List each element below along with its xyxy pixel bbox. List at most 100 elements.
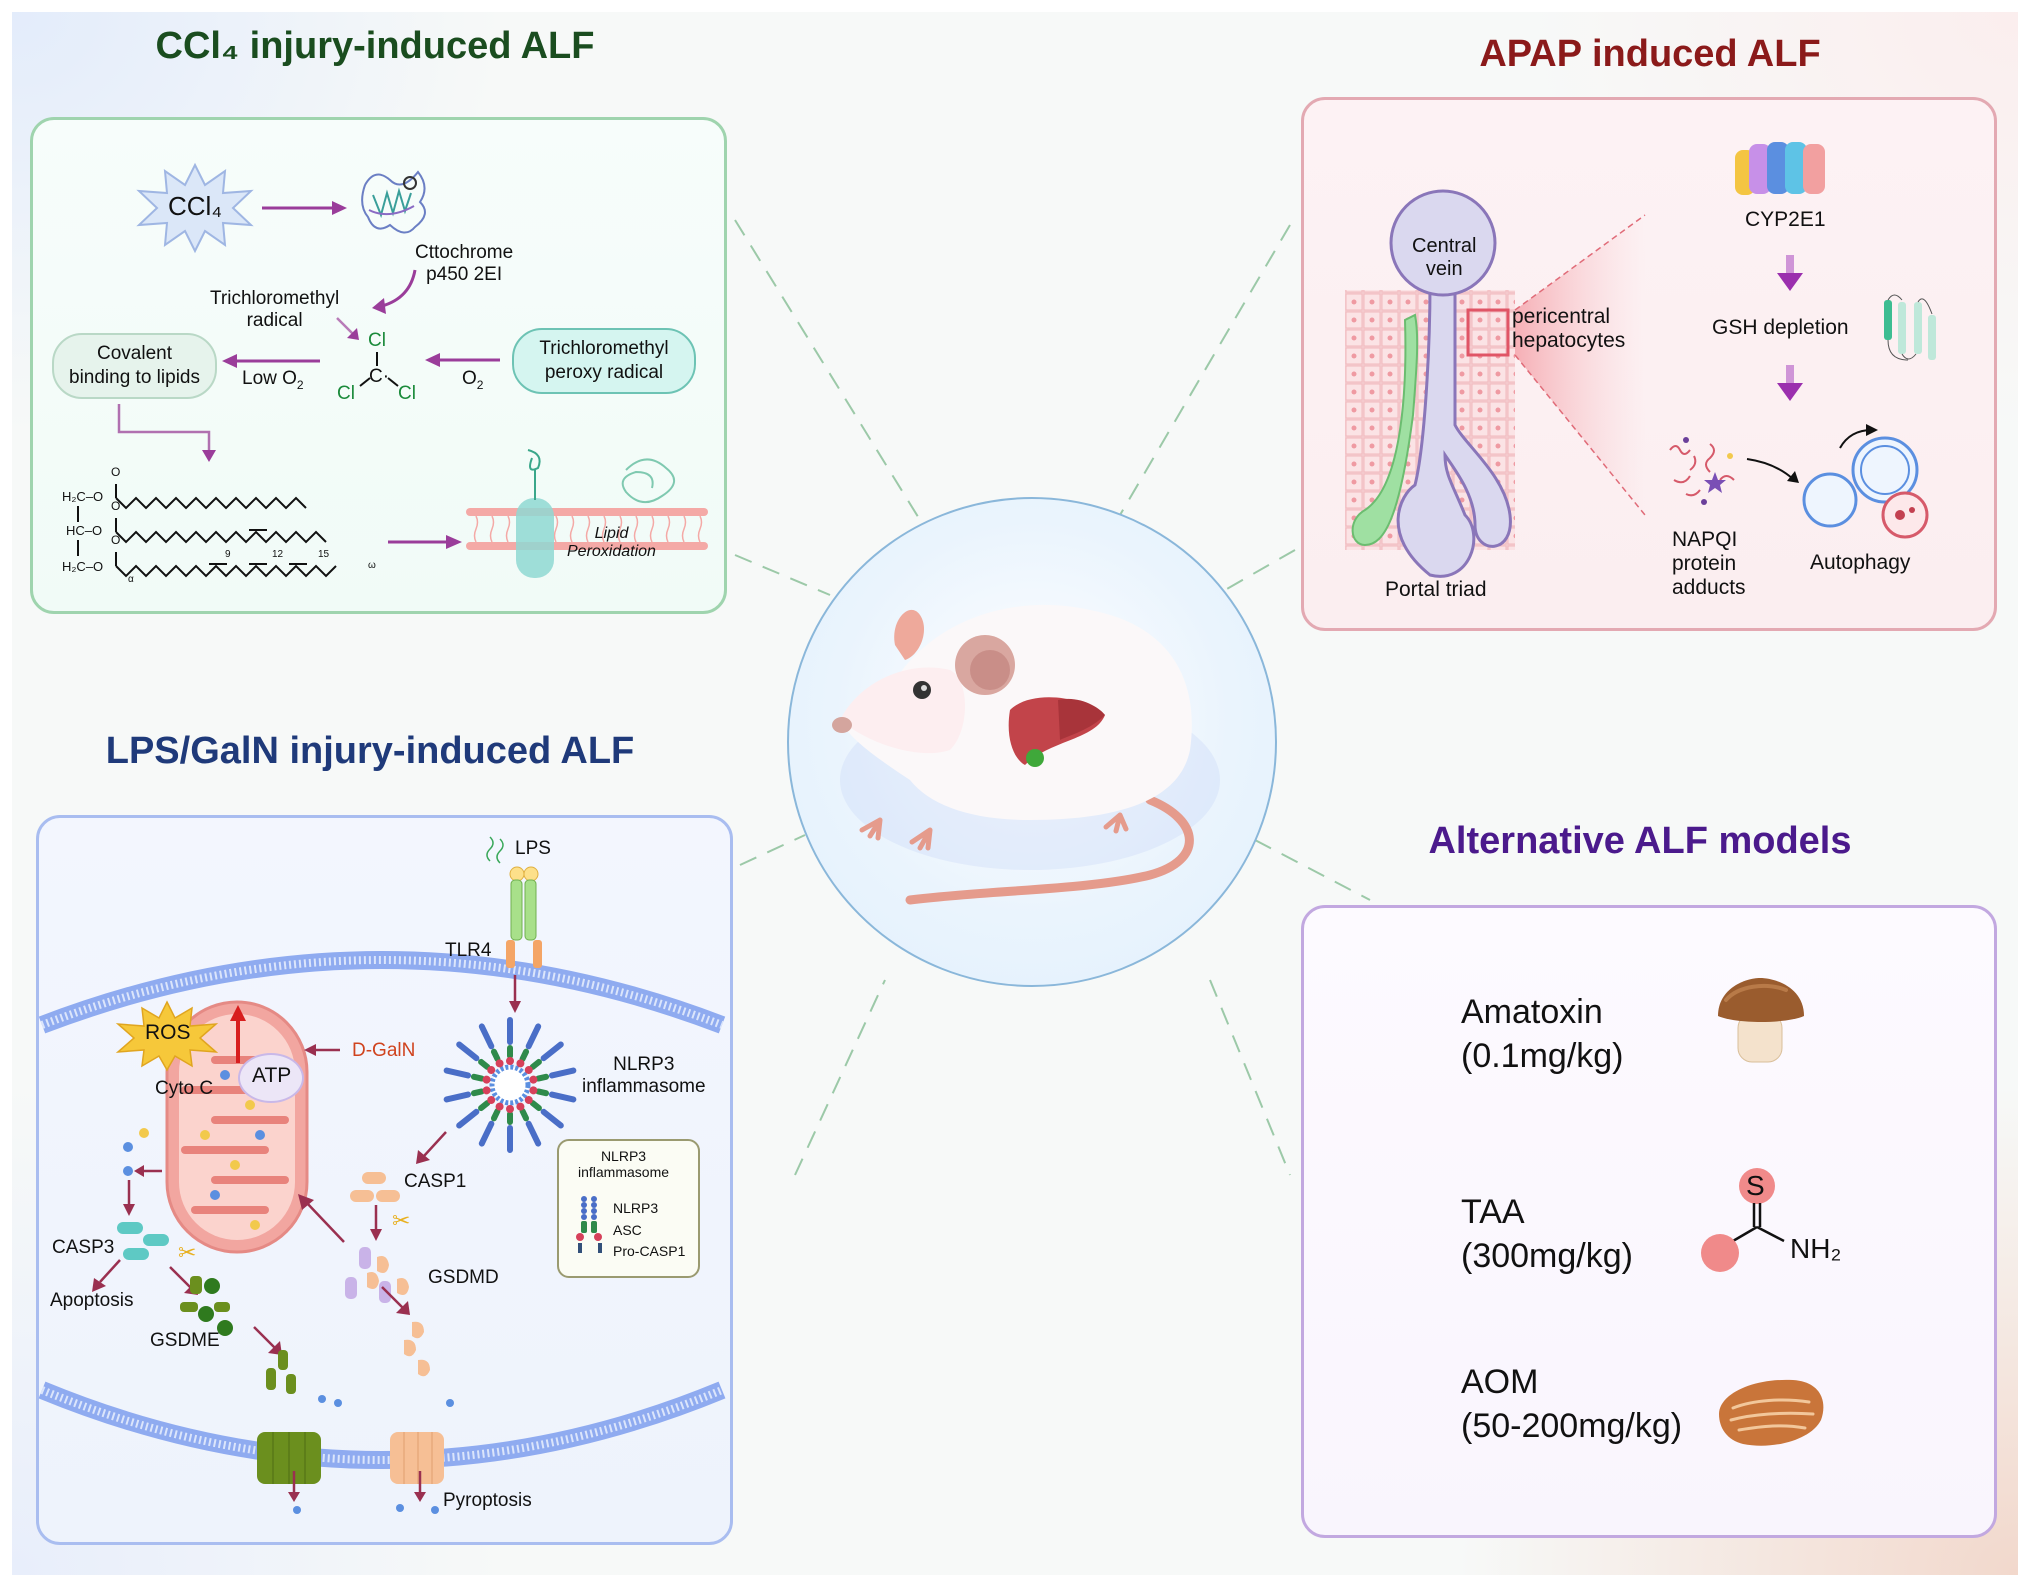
connector-apap-b <box>1224 549 1296 591</box>
lps-molecule-icon <box>486 836 504 864</box>
carbonyl-o-1: O <box>111 465 121 479</box>
pore-outflow <box>288 1480 439 1514</box>
autophagy-icon <box>1802 424 1929 539</box>
cell-membrane-bottom <box>38 1381 726 1469</box>
central-vein-label: Central vein <box>1412 235 1476 281</box>
ccl4-star-icon <box>136 162 254 254</box>
napqi-line1: NAPQI <box>1672 528 1738 551</box>
arrow-nlrp3-to-casp1 <box>416 1131 447 1164</box>
portal-triad-label: Portal triad <box>1385 578 1487 601</box>
model-aom: AOM (50-200mg/kg) <box>1461 1360 1682 1448</box>
nlrp3-inflammasome-icon <box>443 1017 577 1153</box>
mushroom-icon <box>1718 978 1804 1063</box>
model-taa-dose: (300mg/kg) <box>1461 1237 1633 1276</box>
cyto-c-label: Cyto C <box>155 1078 214 1099</box>
tlr4-receptor-icon <box>506 866 542 968</box>
cytochrome-label-line1: Cttochrome <box>415 242 514 263</box>
ros-label: ROS <box>145 1021 191 1044</box>
casp1-icon <box>350 1172 400 1202</box>
connector-ccl4-a <box>734 219 921 521</box>
atp-label: ATP <box>252 1064 292 1087</box>
arrow-to-membrane <box>388 535 462 549</box>
glyceride-row-3: H₂C–O <box>62 559 104 574</box>
model-aom-name: AOM <box>1461 1363 1539 1401</box>
carbonyl-o-2: O <box>111 499 121 513</box>
alpha-label: α <box>128 574 134 585</box>
cytochrome-release-dots <box>123 1128 162 1177</box>
connector-alt-b <box>1209 979 1291 1176</box>
pericentral-line1: pericentral <box>1512 305 1611 328</box>
o2-subscript: 2 <box>476 377 484 392</box>
casp1-scissors-icon: ✂ <box>392 1208 411 1233</box>
lipid-peroxidation-label: Lipid Peroxidation <box>567 525 656 562</box>
azoxymethane-seed-icon <box>1719 1379 1824 1446</box>
gsdmd-icon <box>345 1247 409 1303</box>
glyceride-row-2: HC–O <box>66 523 103 538</box>
cyp2e1-label: CYP2E1 <box>1745 208 1826 231</box>
nlrp3-legend-box <box>557 1139 700 1278</box>
connector-ccl4-b <box>734 554 831 596</box>
autophagy-label: Autophagy <box>1810 551 1911 574</box>
ccl4-section-title: CCl₄ injury-induced ALF <box>155 25 595 67</box>
cyp2e1-protein-icon <box>1735 142 1825 195</box>
lipid-line2: Peroxidation <box>567 543 656 561</box>
gsdmd-label: GSDMD <box>428 1267 499 1288</box>
pericentral-label: pericentral hepatocytes <box>1512 305 1625 353</box>
model-amatoxin-name: Amatoxin <box>1461 993 1603 1031</box>
low-o2-label: Low O2 <box>242 368 304 393</box>
ros-increase-arrow <box>230 1005 246 1063</box>
arrow-to-covalent <box>222 354 320 368</box>
arrow-radical-to-molecule <box>336 317 359 340</box>
omega-label: ω <box>368 560 376 571</box>
arrow-casp3-to-apoptosis <box>92 1259 121 1292</box>
pyroptosis-label: Pyroptosis <box>443 1490 532 1511</box>
legend-title-line2: inflammasome <box>578 1164 670 1181</box>
gsdme-icon <box>180 1276 233 1336</box>
peroxy-line1: Trichloromethyl <box>539 338 669 359</box>
glyceride-row-1: H₂C–O <box>62 489 104 504</box>
gsdmd-pore-icon <box>390 1432 444 1484</box>
ros-burst-icon <box>115 1000 219 1072</box>
model-taa-name: TAA <box>1461 1193 1525 1231</box>
arrow-tlr4-to-nlrp3 <box>509 975 521 1013</box>
arrow-peroxy-to-molecule <box>425 353 500 367</box>
model-amatoxin: Amatoxin (0.1mg/kg) <box>1461 990 1624 1078</box>
tlr4-label: TLR4 <box>445 940 492 961</box>
alt-panel <box>1301 905 1997 1538</box>
casp3-icon <box>117 1222 169 1260</box>
position-9: 9 <box>225 549 231 560</box>
triglyceride-structure <box>77 484 337 578</box>
arrow-gsdme-to-pore <box>253 1326 282 1355</box>
model-taa: TAA (300mg/kg) <box>1461 1190 1633 1278</box>
o2-text: O <box>462 368 477 389</box>
connector-apap-a <box>1119 224 1291 516</box>
gsh-depletion-label: GSH depletion <box>1712 316 1849 339</box>
taa-s-atom: S <box>1746 1170 1765 1201</box>
arrow-to-casp3 <box>123 1180 135 1216</box>
cytochrome-label-line2: p450 2EI <box>426 263 503 285</box>
low-o2-subscript: 2 <box>296 377 304 392</box>
gsdme-pore-icon <box>257 1432 321 1484</box>
cell-membrane-top <box>38 951 726 1034</box>
lps-section-title: LPS/GalN injury-induced ALF <box>105 730 635 772</box>
ccl4-star-label: CCl₄ <box>168 191 222 221</box>
connector-lps-b <box>794 979 886 1176</box>
pericentral-line2: hepatocytes <box>1512 329 1626 353</box>
napqi-adducts-icon <box>1669 437 1735 505</box>
casp3-scissors-icon: ✂ <box>178 1240 197 1265</box>
position-15: 15 <box>318 549 330 560</box>
low-o2-text: Low O <box>242 368 297 389</box>
cytochrome-label: Cttochrome p450 2EI <box>415 242 513 286</box>
lipid-membrane-icon <box>466 449 708 578</box>
casp1-label: CASP1 <box>404 1171 467 1192</box>
arrow-gsdmd-to-pore <box>381 1286 410 1315</box>
nlrp3-line2: inflammasome <box>582 1075 706 1097</box>
o2-label: O2 <box>462 368 483 393</box>
alt-section-title: Alternative ALF models <box>1428 820 1852 862</box>
central-vein-line1: Central <box>1412 235 1477 257</box>
model-amatoxin-dose: (0.1mg/kg) <box>1461 1037 1624 1076</box>
molecule-c-radical: C· <box>369 366 390 387</box>
radical-label-line2: radical <box>246 309 303 331</box>
molecule-cl-right: Cl <box>398 383 416 404</box>
